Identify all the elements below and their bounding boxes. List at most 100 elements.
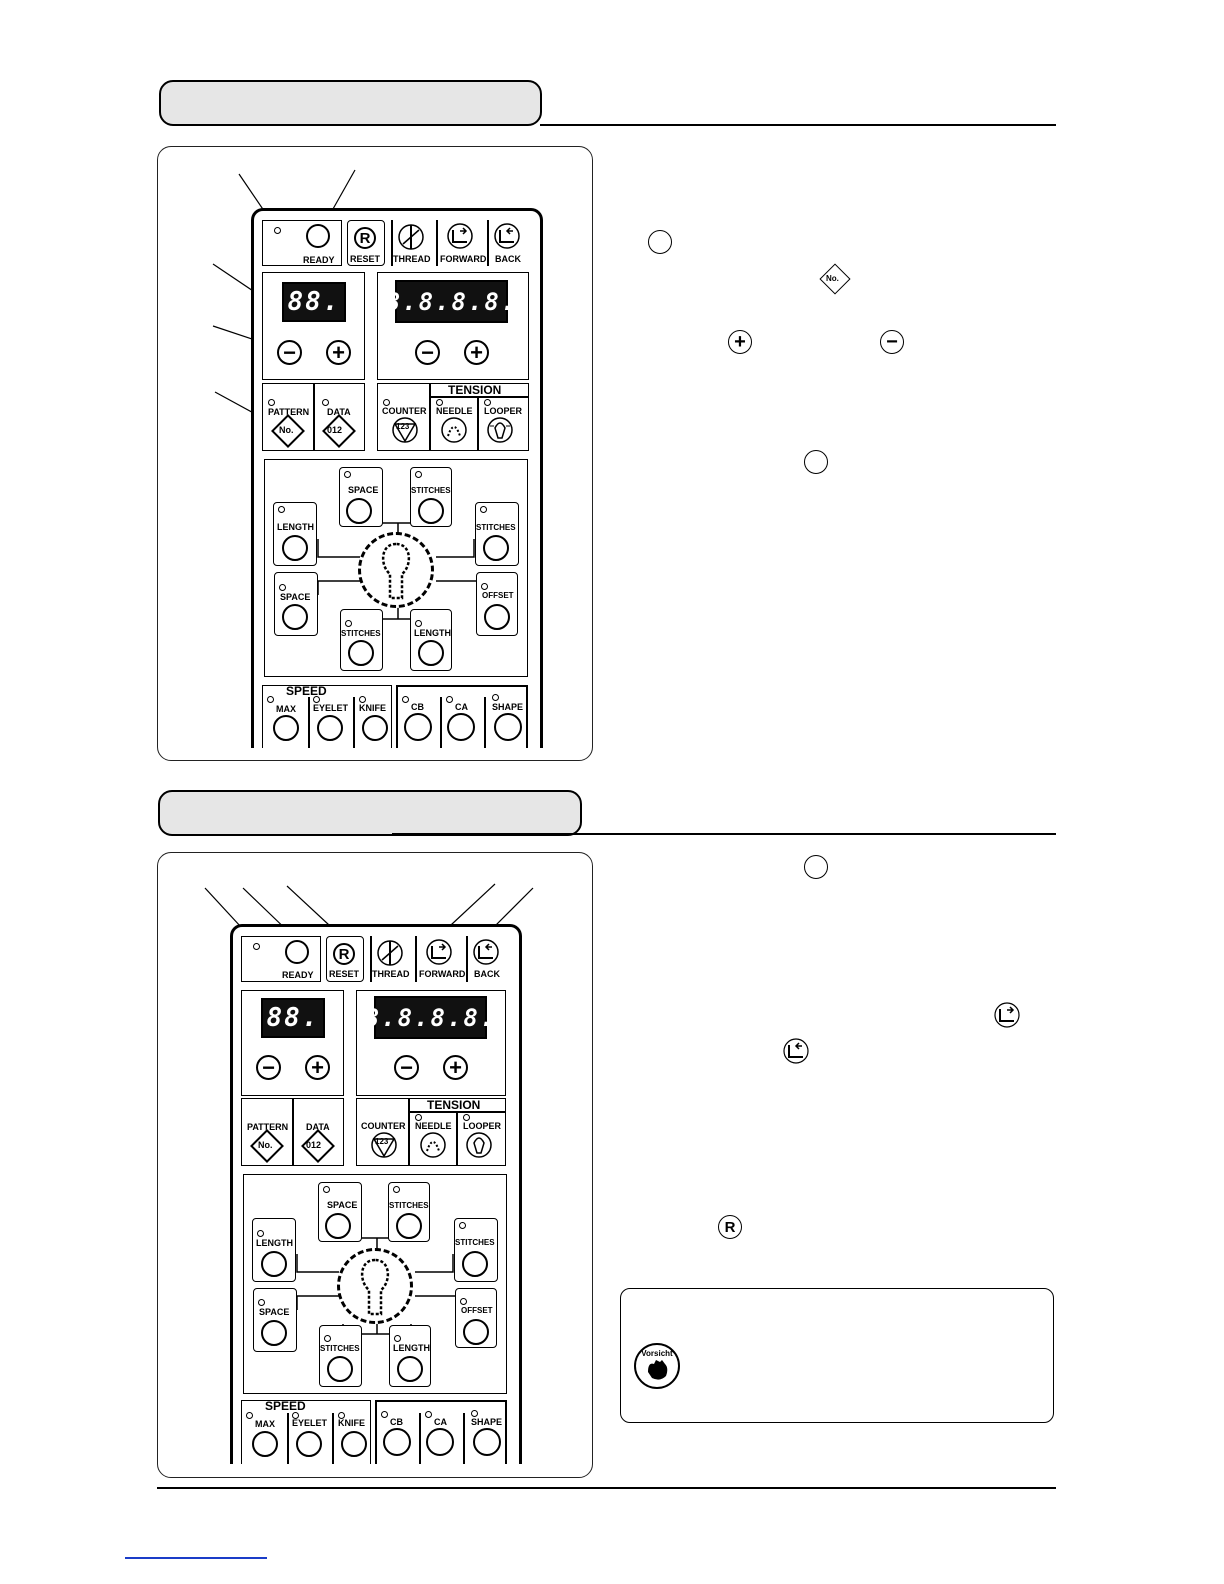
ready-section-2 bbox=[241, 936, 321, 982]
pattern-display-section-2 bbox=[241, 990, 344, 1096]
minus-button-2[interactable]: − bbox=[256, 1055, 281, 1080]
shape-icon[interactable] bbox=[494, 713, 522, 741]
speed-section-2 bbox=[241, 1400, 371, 1464]
ready-inline-icon-2 bbox=[804, 450, 828, 474]
counter-icon[interactable] bbox=[390, 416, 420, 444]
ca-label-2: CA bbox=[434, 1417, 447, 1427]
offset-right-icon-2 bbox=[463, 1319, 489, 1345]
divider bbox=[391, 220, 393, 266]
stitches-right-label: STITCHES bbox=[476, 523, 516, 532]
ready-led bbox=[274, 227, 281, 234]
length-bottom-label: LENGTH bbox=[414, 628, 451, 638]
back-inline-icon bbox=[783, 1038, 809, 1064]
reset-inline-icon: R bbox=[718, 1215, 742, 1239]
max-label-2: MAX bbox=[255, 1419, 275, 1429]
shape-label: SHAPE bbox=[492, 702, 524, 712]
looper-led bbox=[484, 399, 491, 406]
length-left-button-2[interactable] bbox=[252, 1218, 296, 1282]
length-left-led-2 bbox=[257, 1230, 264, 1237]
plus-inline-icon: + bbox=[728, 330, 752, 354]
data-minus-button[interactable]: − bbox=[415, 340, 440, 365]
length-bottom-icon bbox=[418, 640, 444, 666]
thread-icon-2 bbox=[377, 940, 403, 966]
counter-icon-text: 123 bbox=[396, 422, 410, 431]
stitches-top-label: STITCHES bbox=[411, 486, 451, 495]
minus-button[interactable]: − bbox=[277, 340, 302, 365]
ca-label: CA bbox=[455, 702, 468, 712]
ready-inline-icon bbox=[648, 230, 672, 254]
data-label-2: DATA bbox=[306, 1122, 330, 1132]
length-left-icon bbox=[282, 535, 308, 561]
ca-icon[interactable] bbox=[447, 713, 475, 741]
max-speed-icon-2[interactable] bbox=[252, 1431, 278, 1457]
thread-icon bbox=[398, 224, 424, 250]
ready-label: READY bbox=[303, 255, 335, 265]
data-minus-button-2[interactable]: − bbox=[394, 1055, 419, 1080]
divider bbox=[415, 936, 417, 982]
max-label: MAX bbox=[276, 704, 296, 714]
cb-led-2 bbox=[381, 1411, 388, 1418]
space-top-led-2 bbox=[323, 1186, 330, 1193]
pattern-number-display: 88. bbox=[282, 282, 346, 322]
looper-tension-icon[interactable] bbox=[486, 416, 514, 444]
divider bbox=[436, 220, 438, 266]
ready-button-2[interactable] bbox=[285, 940, 309, 964]
pattern-display-section bbox=[262, 272, 365, 380]
space-top-led bbox=[344, 471, 351, 478]
counter-icon-2[interactable] bbox=[369, 1131, 399, 1159]
data-plus-button[interactable]: + bbox=[464, 340, 489, 365]
forward-icon-2[interactable] bbox=[426, 938, 452, 966]
length-left-led bbox=[278, 506, 285, 513]
cb-icon[interactable] bbox=[404, 713, 432, 741]
forward-label-2: FORWARD bbox=[419, 969, 466, 979]
eyelet-label-2: EYELET bbox=[292, 1418, 328, 1428]
needle-tension-icon-2[interactable] bbox=[419, 1131, 447, 1159]
knife-icon[interactable] bbox=[362, 715, 388, 741]
forward-icon[interactable] bbox=[447, 222, 473, 250]
eyelet-label: EYELET bbox=[313, 703, 349, 713]
data-value-display-2: 8.8.8.8. bbox=[365, 996, 494, 1039]
knife-icon-2[interactable] bbox=[341, 1431, 367, 1457]
length-left-icon-2 bbox=[261, 1251, 287, 1277]
divider bbox=[313, 383, 315, 451]
counter-led bbox=[383, 399, 390, 406]
cb-ca-shape-section bbox=[396, 685, 528, 748]
shape-icon-2[interactable] bbox=[473, 1428, 501, 1456]
data-label: DATA bbox=[327, 407, 351, 417]
ca-icon-2[interactable] bbox=[426, 1428, 454, 1456]
reset-button[interactable] bbox=[347, 220, 385, 266]
knife-label-2: KNIFE bbox=[338, 1418, 365, 1428]
stitches-top-led-2 bbox=[393, 1186, 400, 1193]
counter-label-2: COUNTER bbox=[361, 1121, 406, 1131]
looper-tension-icon-2[interactable] bbox=[465, 1131, 493, 1159]
back-icon[interactable] bbox=[494, 222, 520, 250]
eyelet-speed-icon-2[interactable] bbox=[296, 1431, 322, 1457]
footer-link-underline[interactable] bbox=[125, 1557, 267, 1559]
plus-button[interactable]: + bbox=[326, 340, 351, 365]
tension-label: TENSION bbox=[448, 383, 502, 397]
cb-icon-2[interactable] bbox=[383, 1428, 411, 1456]
stitches-top-icon bbox=[418, 498, 444, 524]
needle-tension-icon[interactable] bbox=[440, 416, 468, 444]
hand-icon bbox=[648, 1360, 668, 1380]
divider bbox=[440, 697, 442, 748]
back-icon-2[interactable] bbox=[473, 938, 499, 966]
plus-button-2[interactable]: + bbox=[305, 1055, 330, 1080]
pattern-led bbox=[268, 399, 275, 406]
tension-rule-2 bbox=[409, 1111, 506, 1113]
max-speed-icon[interactable] bbox=[273, 715, 299, 741]
thread-label-2[interactable]: THREAD bbox=[372, 969, 410, 979]
ready-button[interactable] bbox=[306, 224, 330, 248]
footer-rule bbox=[157, 1487, 1056, 1489]
needle-led-2 bbox=[415, 1114, 422, 1121]
length-bottom-led-2 bbox=[394, 1335, 401, 1342]
space-left-icon-2 bbox=[261, 1320, 287, 1346]
data-plus-button-2[interactable]: + bbox=[443, 1055, 468, 1080]
max-led-2 bbox=[246, 1412, 253, 1419]
caution-hand-icon: Vorsicht bbox=[634, 1343, 680, 1389]
forward-label: FORWARD bbox=[440, 254, 487, 264]
eyelet-speed-icon[interactable] bbox=[317, 715, 343, 741]
thread-label[interactable]: THREAD bbox=[393, 254, 431, 264]
tension-rule bbox=[430, 396, 529, 398]
speed-section bbox=[262, 685, 392, 748]
